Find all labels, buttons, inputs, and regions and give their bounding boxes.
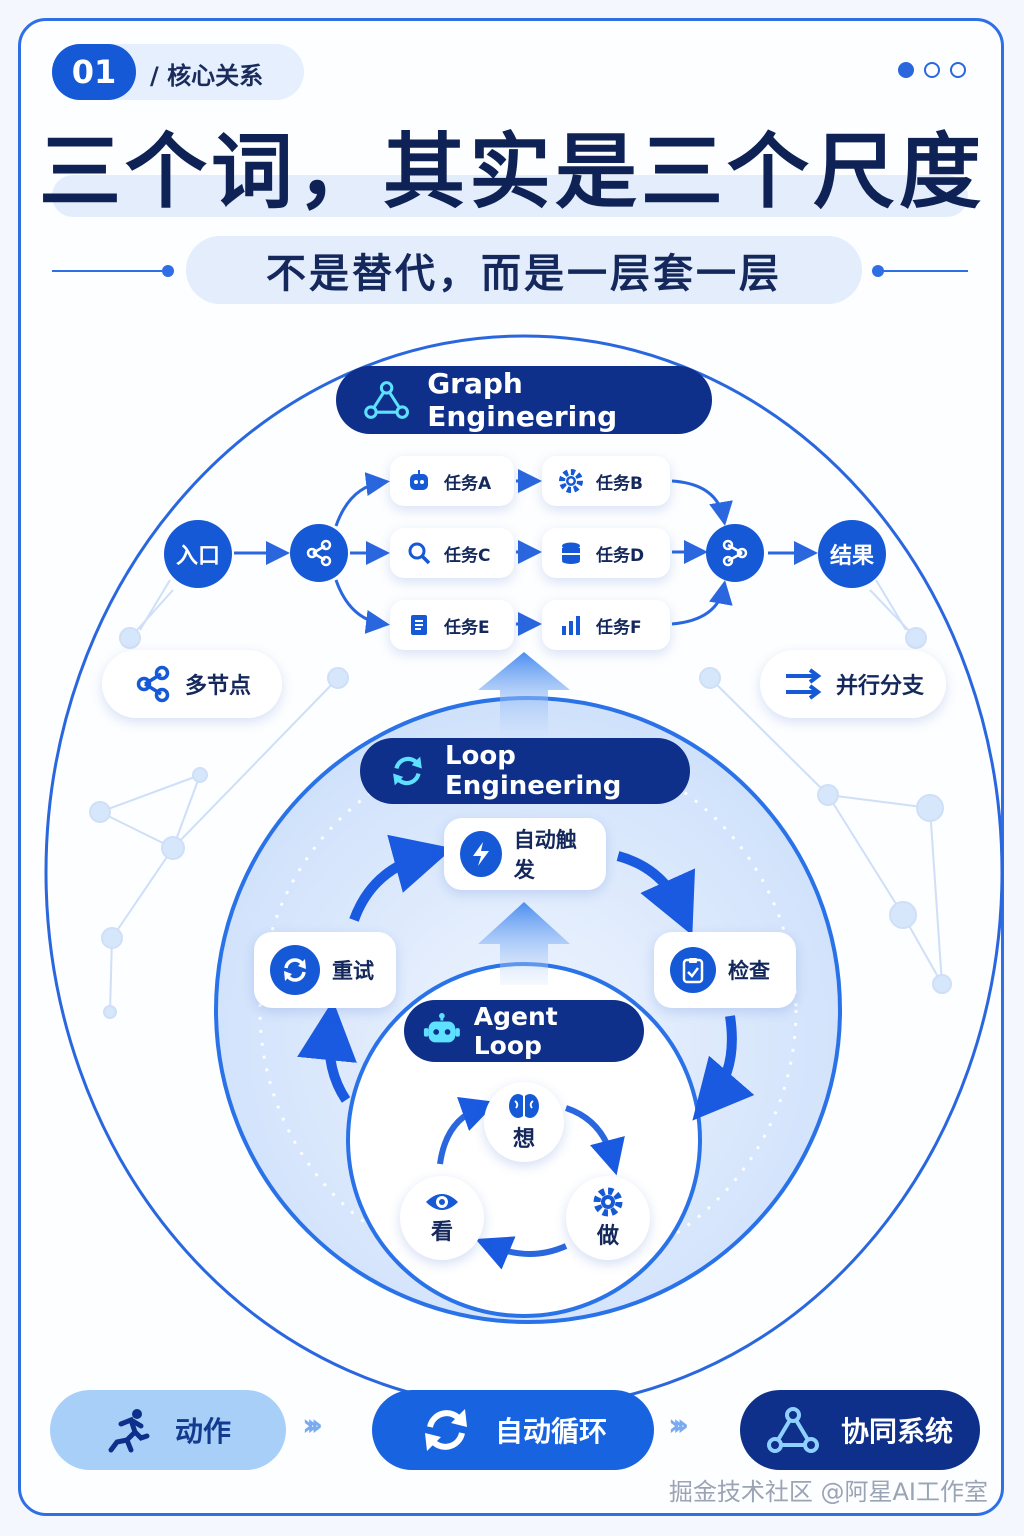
loop-title-pill: Loop Engineering <box>360 738 690 804</box>
refresh-icon <box>270 945 320 995</box>
multi-node-label: 多节点 <box>184 674 251 699</box>
task-node-a: 任务A <box>390 456 514 506</box>
graph-flow-arrows <box>234 469 818 636</box>
up-arrow-graph <box>478 652 570 738</box>
network-decoration <box>89 589 952 1019</box>
subtitle: 不是替代，而是一层套一层 <box>266 251 782 297</box>
database-icon <box>562 542 580 564</box>
agent-cycle-arrows <box>437 1097 625 1270</box>
merge-node <box>706 524 764 582</box>
system-label: 协同系统 <box>840 1415 953 1448</box>
up-arrow-loop <box>478 902 570 985</box>
parallel-branch-label: 并行分支 <box>835 674 924 699</box>
check-node: 检查 <box>654 932 796 1008</box>
divider-dot-left <box>162 265 174 277</box>
graph-title-pill: Graph Engineering <box>336 366 712 434</box>
page-title: 三个词，其实是三个尺度 <box>38 125 985 220</box>
title-highlight <box>52 175 968 217</box>
action-pill: 动作 <box>50 1390 286 1470</box>
triangle-network-icon <box>766 1407 819 1453</box>
auto-loop-pill: 自动循环 <box>372 1390 654 1470</box>
parallel-branch-tag: 并行分支 <box>760 650 946 718</box>
share-icon <box>136 665 170 703</box>
graph-title: Graph Engineering <box>427 367 618 433</box>
loop-title: Loop Engineering <box>444 741 622 801</box>
result-node: 结果 <box>818 520 886 588</box>
merge-icon <box>722 539 748 567</box>
task-label: 任务E <box>444 617 490 638</box>
robot-icon <box>423 1013 460 1043</box>
divider-right <box>880 270 968 272</box>
system-pill: 协同系统 <box>740 1390 980 1470</box>
task-label: 任务C <box>444 545 491 566</box>
think-node: 想 <box>484 1082 564 1162</box>
agent-title-pill: Agent Loop <box>404 1000 644 1062</box>
document-icon <box>411 615 427 635</box>
search-icon <box>408 542 431 565</box>
entry-node: 入口 <box>164 520 232 588</box>
page-dot[interactable] <box>924 62 940 78</box>
gear-icon <box>593 1187 623 1217</box>
look-label: 看 <box>430 1220 453 1245</box>
running-icon <box>108 1409 150 1453</box>
retry-label: 重试 <box>332 959 374 983</box>
eye-icon <box>426 1194 458 1210</box>
gear-icon <box>559 469 583 493</box>
lightning-icon <box>460 831 502 877</box>
do-label: 做 <box>596 1224 619 1249</box>
page-dot-active[interactable] <box>898 62 914 78</box>
loop-cycle-arrows <box>297 834 755 1121</box>
checklist-icon <box>670 947 716 993</box>
refresh-icon <box>424 1409 467 1451</box>
parallel-arrows-icon <box>785 668 822 700</box>
share-icon <box>306 539 332 567</box>
bar-chart-icon <box>562 616 580 635</box>
auto-trigger-label: 自动触发 <box>513 828 577 882</box>
check-label: 检查 <box>728 959 770 983</box>
divider-dot-right <box>872 265 884 277</box>
divider-left <box>52 270 168 272</box>
page-dot[interactable] <box>950 62 966 78</box>
task-node-c: 任务C <box>390 528 514 578</box>
task-label: 任务A <box>444 473 492 494</box>
page-indicator[interactable] <box>898 62 966 78</box>
task-label: 任务F <box>596 617 642 638</box>
auto-loop-label: 自动循环 <box>494 1415 607 1448</box>
brain-icon <box>509 1094 539 1118</box>
watermark: 掘金技术社区 @阿星AI工作室 <box>668 1478 988 1506</box>
think-label: 想 <box>512 1127 535 1152</box>
chevron-right-icon: ››› <box>668 1408 689 1443</box>
action-label: 动作 <box>174 1415 231 1448</box>
task-label: 任务D <box>596 545 645 566</box>
split-node <box>290 524 348 582</box>
section-label: / 核心关系 <box>150 62 264 90</box>
task-node-f: 任务F <box>542 600 670 650</box>
look-node: 看 <box>400 1176 484 1260</box>
section-number: 01 <box>52 44 136 100</box>
subtitle-pill <box>186 236 862 304</box>
task-node-e: 任务E <box>390 600 514 650</box>
task-label: 任务B <box>596 473 643 494</box>
auto-trigger-node: 自动触发 <box>444 818 606 890</box>
do-node: 做 <box>566 1176 650 1260</box>
task-node-d: 任务D <box>542 528 670 578</box>
refresh-icon <box>393 756 422 786</box>
triangle-network-icon <box>364 381 409 419</box>
retry-node: 重试 <box>254 932 396 1008</box>
multi-node-tag: 多节点 <box>102 650 282 718</box>
agent-title: Agent Loop <box>473 1002 558 1060</box>
task-node-b: 任务B <box>542 456 670 506</box>
robot-icon <box>410 470 428 490</box>
chevron-right-icon: ››› <box>302 1408 323 1443</box>
